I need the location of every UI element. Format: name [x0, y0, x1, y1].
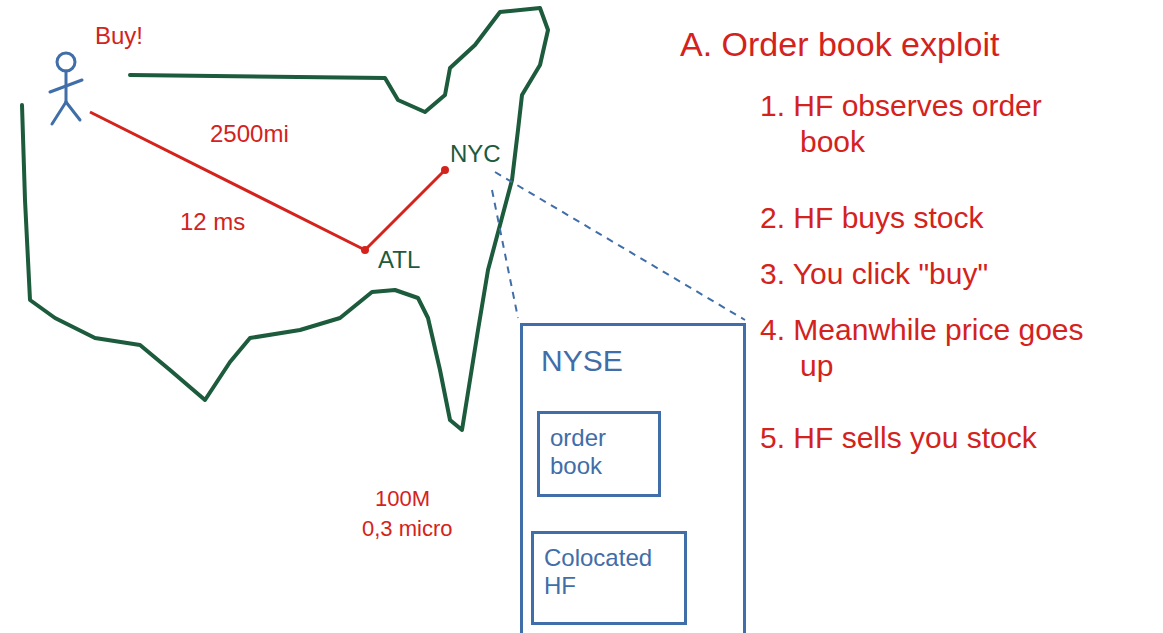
- step-item: 3. You click "buy": [760, 256, 1100, 292]
- server-box: Colocated HF: [531, 531, 687, 625]
- order-book-box: order book: [537, 411, 661, 497]
- zoom-line: [495, 172, 745, 320]
- city-label: ATL: [378, 246, 420, 275]
- shout-label: Buy!: [95, 22, 143, 51]
- latency-label: 12 ms: [180, 208, 245, 237]
- step-item: 2. HF buys stock: [760, 200, 1100, 236]
- step-item: 4. Meanwhile price goes up: [760, 312, 1100, 384]
- us-map-outline: [22, 8, 548, 430]
- diagram-title: A. Order book exploit: [680, 24, 999, 65]
- box-label: Colocated HF: [544, 544, 674, 599]
- distance-label: 2500mi: [210, 120, 289, 149]
- latency-label: 0,3 micro: [362, 516, 452, 542]
- zoom-line: [492, 190, 518, 318]
- box-label: order book: [550, 424, 648, 479]
- step-item: 5. HF sells you stock: [760, 420, 1060, 456]
- step-item: 1. HF observes order book: [760, 88, 1100, 160]
- stick-figure: [50, 53, 82, 124]
- distance-label: 100M: [375, 486, 430, 512]
- box-label: NYSE: [541, 344, 725, 379]
- nyc-dot: [441, 166, 449, 174]
- city-label: NYC: [450, 140, 501, 169]
- atl-dot: [361, 246, 369, 254]
- exchange-box: NYSE order bookColocated HF: [520, 323, 746, 633]
- network-route: [90, 112, 445, 250]
